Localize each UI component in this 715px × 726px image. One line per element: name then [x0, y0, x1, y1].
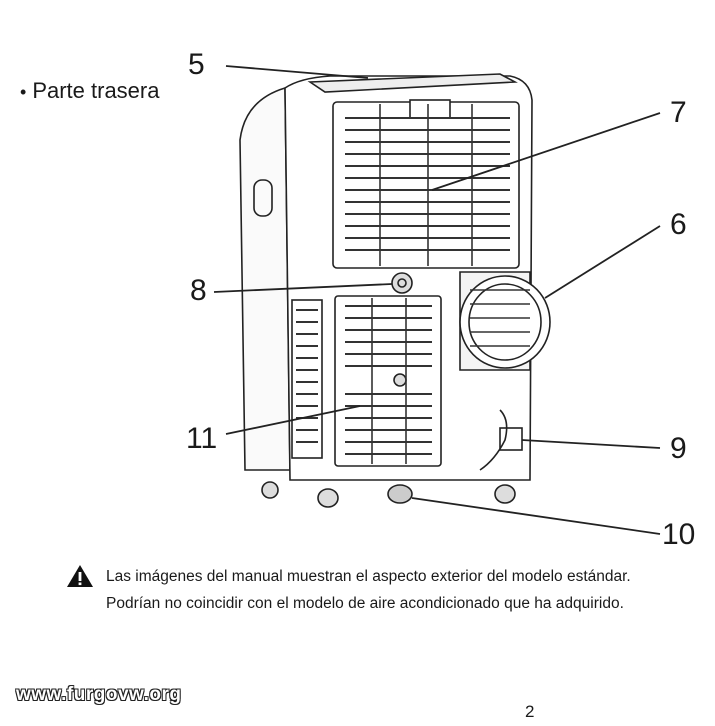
- watermark: www.furgovw.org: [16, 684, 182, 705]
- wheel-back-left: [317, 488, 339, 508]
- heading-text: Parte trasera: [32, 78, 160, 103]
- warning-note: Las imágenes del manual muestran el aspe…: [66, 563, 711, 617]
- leader-line-5: [225, 65, 369, 79]
- callout-9: 9: [670, 432, 687, 465]
- leader-line-10: [411, 497, 661, 535]
- callout-8: 8: [190, 274, 207, 307]
- page-number: 2: [525, 702, 535, 721]
- side-grille: [291, 299, 323, 459]
- leader-line-9: [521, 439, 661, 449]
- callout-7: 7: [670, 96, 687, 129]
- power-cord: [479, 409, 508, 471]
- side-handle: [253, 179, 273, 217]
- unit-side-panel: [239, 86, 291, 471]
- leader-line-11: [225, 405, 361, 435]
- callout-5: 5: [188, 48, 205, 81]
- lower-filter-grille: [334, 295, 442, 467]
- warning-triangle-icon: [67, 565, 93, 587]
- leader-line-8: [213, 283, 393, 293]
- section-heading: •Parte trasera: [20, 78, 159, 104]
- air-conditioner-rear-illustration: [213, 65, 661, 535]
- callout-10: 10: [662, 518, 696, 551]
- leader-line-7: [431, 112, 661, 191]
- callout-11: 11: [186, 422, 218, 455]
- warning-line-1: Las imágenes del manual muestran el aspe…: [106, 568, 631, 585]
- heading-bullet: •: [20, 82, 27, 102]
- top-control-strip: [307, 73, 518, 93]
- drain-outlet: [391, 272, 413, 294]
- leader-line-6: [544, 225, 661, 299]
- callout-6: 6: [670, 208, 687, 241]
- warning-line-2: Podrían no coincidir con el modelo de ai…: [106, 595, 624, 612]
- bottom-drain: [387, 484, 413, 504]
- wheel-left: [261, 481, 279, 499]
- wheel-back-right: [494, 484, 516, 504]
